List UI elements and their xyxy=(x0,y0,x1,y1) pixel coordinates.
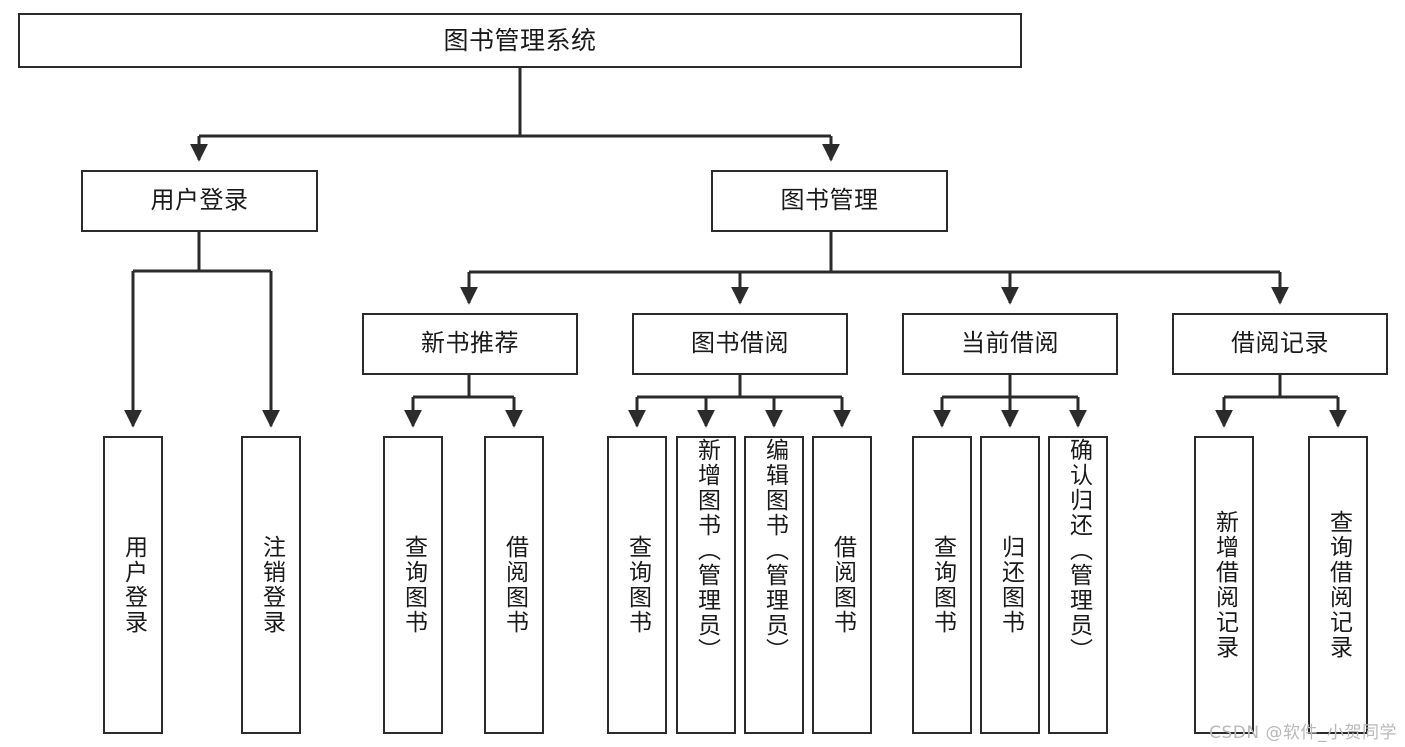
node-leaf-confirm-return-label: 确认归还（管理员） xyxy=(1065,438,1092,663)
node-book-borrow[interactable]: 图书借阅 xyxy=(632,313,848,375)
node-leaf-query-book-1-label: 查询图书 xyxy=(400,535,427,635)
node-book-management-label: 图书管理 xyxy=(780,186,879,215)
node-leaf-logout-login-label: 注销登录 xyxy=(258,535,285,635)
node-leaf-user-login[interactable]: 用户登录 xyxy=(103,436,163,734)
node-leaf-borrow-book-2-label: 借阅图书 xyxy=(829,535,856,635)
node-new-book-recommend-label: 新书推荐 xyxy=(421,329,519,358)
node-leaf-add-book-label: 新增图书（管理员） xyxy=(693,438,720,663)
node-leaf-edit-book-label: 编辑图书（管理员） xyxy=(761,438,788,663)
node-borrow-record[interactable]: 借阅记录 xyxy=(1172,313,1388,375)
node-user-login[interactable]: 用户登录 xyxy=(81,170,318,232)
node-leaf-return-book-label: 归还图书 xyxy=(997,535,1024,635)
node-borrow-record-label: 借阅记录 xyxy=(1231,329,1329,358)
node-leaf-confirm-return[interactable]: 确认归还（管理员） xyxy=(1048,436,1108,734)
node-leaf-user-login-label: 用户登录 xyxy=(120,535,147,635)
node-leaf-query-book-2-label: 查询图书 xyxy=(624,535,651,635)
node-book-management[interactable]: 图书管理 xyxy=(711,170,948,232)
node-current-borrow-label: 当前借阅 xyxy=(961,329,1059,358)
node-root-label: 图书管理系统 xyxy=(443,26,597,55)
node-new-book-recommend[interactable]: 新书推荐 xyxy=(362,313,578,375)
node-book-borrow-label: 图书借阅 xyxy=(691,329,789,358)
node-leaf-borrow-book-1-label: 借阅图书 xyxy=(501,535,528,635)
watermark-text: CSDN @软件_小贺同学 xyxy=(1209,723,1397,743)
node-current-borrow[interactable]: 当前借阅 xyxy=(902,313,1118,375)
node-leaf-query-book-1[interactable]: 查询图书 xyxy=(383,436,443,734)
node-leaf-query-book-2[interactable]: 查询图书 xyxy=(607,436,667,734)
node-leaf-return-book[interactable]: 归还图书 xyxy=(980,436,1040,734)
node-leaf-query-book-3[interactable]: 查询图书 xyxy=(912,436,972,734)
node-leaf-query-record[interactable]: 查询借阅记录 xyxy=(1308,436,1368,734)
node-root[interactable]: 图书管理系统 xyxy=(18,13,1022,68)
node-leaf-borrow-book-1[interactable]: 借阅图书 xyxy=(484,436,544,734)
node-leaf-logout-login[interactable]: 注销登录 xyxy=(241,436,301,734)
node-leaf-borrow-book-2[interactable]: 借阅图书 xyxy=(812,436,872,734)
node-leaf-query-record-label: 查询借阅记录 xyxy=(1325,510,1352,660)
node-leaf-add-book[interactable]: 新增图书（管理员） xyxy=(676,436,736,734)
node-leaf-add-record-label: 新增借阅记录 xyxy=(1211,510,1238,660)
node-leaf-query-book-3-label: 查询图书 xyxy=(929,535,956,635)
node-leaf-edit-book[interactable]: 编辑图书（管理员） xyxy=(744,436,804,734)
node-user-login-label: 用户登录 xyxy=(150,186,249,215)
node-leaf-add-record[interactable]: 新增借阅记录 xyxy=(1194,436,1254,734)
